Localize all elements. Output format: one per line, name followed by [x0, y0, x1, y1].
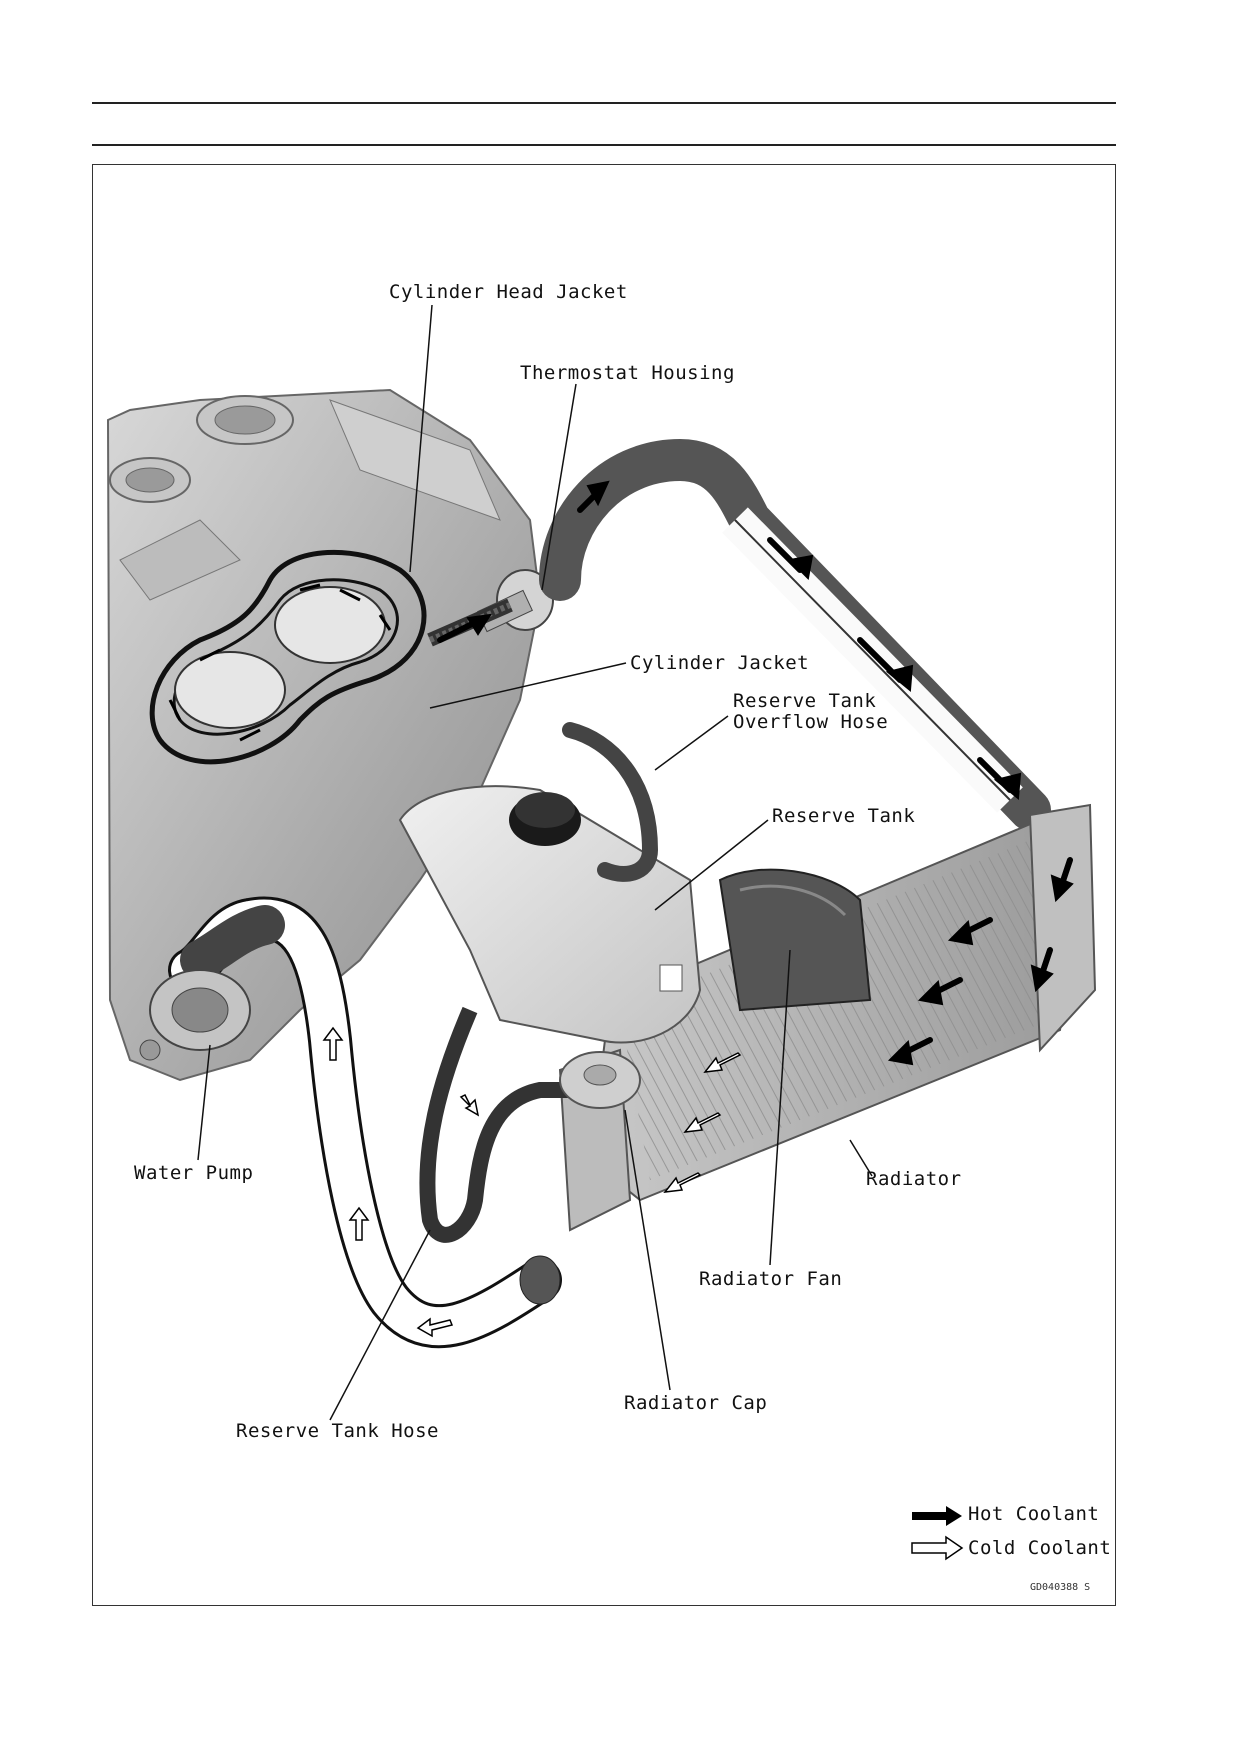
label-reserve-tank-hose: Reserve Tank Hose: [236, 1420, 439, 1442]
header-rule-bottom: [92, 144, 1116, 146]
label-cylinder-jacket: Cylinder Jacket: [630, 652, 810, 674]
label-radiator: Radiator: [866, 1168, 962, 1190]
water-pump: [139, 969, 251, 1061]
reserve-tank-overflow-hose: [562, 722, 659, 882]
label-reserve-tank-overflow-hose-line2: Overflow Hose: [733, 711, 889, 733]
radiator-fan: [718, 868, 872, 1012]
engine-block: [106, 388, 542, 1082]
label-radiator-cap: Radiator Cap: [624, 1392, 768, 1414]
legend-hot-label: Hot Coolant: [968, 1503, 1100, 1525]
reserve-tank: [398, 785, 702, 1044]
reserve-tank-hose-line: [419, 1006, 580, 1243]
figure-code: GD040388 S: [1030, 1582, 1091, 1593]
cylinder-head-jacket: [149, 549, 427, 765]
upper-radiator-hose: [539, 438, 1051, 831]
cold-coolant-arrows: [322, 1026, 742, 1338]
legend-hot-arrow-icon: [912, 1506, 962, 1526]
legend-cold-arrow-icon: [911, 1535, 964, 1561]
radiator: [558, 803, 1097, 1232]
label-radiator-fan: Radiator Fan: [699, 1268, 843, 1290]
header-rule-top: [92, 102, 1116, 104]
legend-cold-label: Cold Coolant: [968, 1537, 1112, 1559]
label-cylinder-head-jacket: Cylinder Head Jacket: [389, 281, 628, 303]
label-reserve-tank-overflow-hose-line1: Reserve Tank: [733, 690, 877, 712]
leader-lines: [197, 304, 873, 1421]
label-water-pump: Water Pump: [134, 1162, 254, 1184]
label-reserve-tank: Reserve Tank: [772, 805, 916, 827]
hot-coolant-arrows: [437, 480, 1074, 1066]
label-thermostat-housing: Thermostat Housing: [520, 362, 735, 384]
radiator-cap: [559, 1051, 641, 1109]
jacket-flow-arrows: [168, 583, 392, 742]
